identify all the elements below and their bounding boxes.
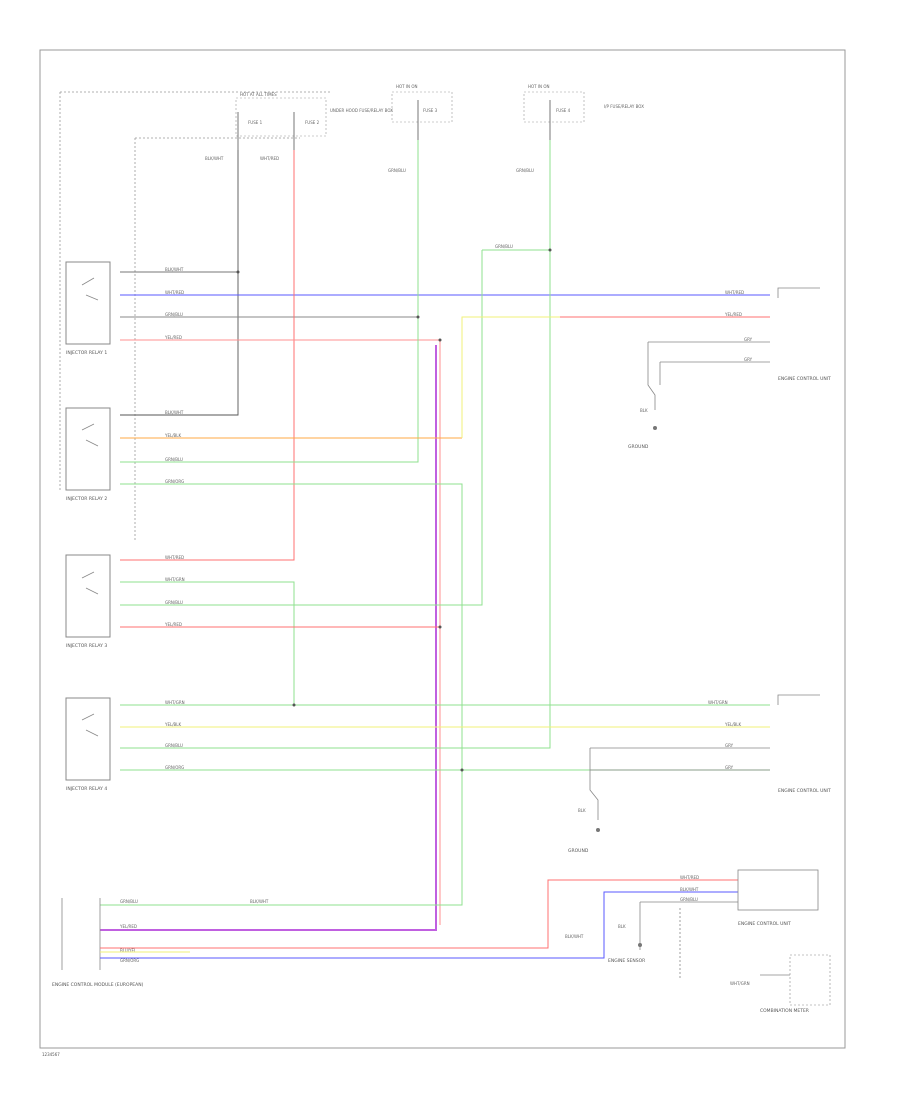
relay-1: INJECTOR RELAY 1 (65, 261, 111, 356)
svg-text:BLK: BLK (640, 408, 648, 413)
svg-text:GRN/BLU: GRN/BLU (165, 743, 183, 748)
wire-violet-trunk (100, 345, 437, 931)
svg-text:YEL/RED: YEL/RED (164, 335, 182, 340)
fuse4-label: FUSE 4 (556, 108, 571, 113)
svg-text:GRN/BLU: GRN/BLU (165, 312, 183, 317)
svg-text:GRY: GRY (725, 743, 734, 748)
wire-red-fuse2 (120, 150, 295, 561)
mid-right-ground: GRY GRY BLK GROUND ENGINE CONTROL UNIT (568, 743, 831, 854)
relay-2-label: INJECTOR RELAY 2 (66, 496, 107, 502)
svg-text:GRN/ORG: GRN/ORG (165, 765, 184, 770)
relay-3-label: INJECTOR RELAY 3 (66, 643, 107, 649)
svg-text:BLU/YEL: BLU/YEL (120, 948, 137, 953)
wire-red-bottom (100, 879, 738, 949)
ground-bottom-label: GROUND (568, 848, 589, 854)
wire-pink-relay1 (120, 339, 441, 925)
fuse1-label: FUSE 1 (248, 120, 263, 125)
relay-4-label: INJECTOR RELAY 4 (66, 786, 107, 792)
svg-text:GRN/BLU: GRN/BLU (165, 457, 183, 462)
svg-text:GRN/ORG: GRN/ORG (120, 958, 139, 963)
fuse-box-right (391, 91, 453, 123)
relay-wire-labels: BLK/WHT WHT/RED GRN/BLU YEL/RED BLK/WHT … (164, 267, 744, 770)
svg-text:BLK/WHT: BLK/WHT (250, 899, 269, 904)
svg-text:GRN/BLU: GRN/BLU (120, 899, 138, 904)
svg-text:YEL/BLK: YEL/BLK (164, 433, 182, 438)
ipb-note: I/P FUSE/RELAY BOX (604, 104, 644, 109)
svg-text:YEL/BLK: YEL/BLK (164, 722, 182, 727)
fuse-box-right2 (523, 91, 585, 123)
wire-green-fuse3 (120, 140, 419, 463)
svg-text:WHT/GRN: WHT/GRN (730, 981, 750, 986)
wire-yellow-up (461, 316, 770, 438)
bottom-blue-label: BLK/WHT (680, 887, 699, 892)
fuse4-wire-label: GRN/BLU (516, 168, 534, 173)
svg-text:GRY: GRY (744, 337, 753, 342)
svg-text:WHT/GRN: WHT/GRN (708, 700, 728, 705)
svg-text:YEL/RED: YEL/RED (164, 622, 182, 627)
relay-1-label: INJECTOR RELAY 1 (66, 350, 107, 356)
wire-green-relay3-top (120, 581, 295, 705)
fuse-box-top (235, 97, 327, 137)
wire-black-fuse1 (120, 150, 239, 416)
svg-text:GRN/BLU: GRN/BLU (165, 600, 183, 605)
svg-text:GRY: GRY (744, 357, 753, 362)
svg-text:GRY: GRY (725, 765, 734, 770)
svg-text:WHT/RED: WHT/RED (165, 555, 184, 560)
hot-right-label: HOT IN ON (528, 84, 549, 89)
wire-green-fuse4 (120, 140, 551, 749)
relay-3: INJECTOR RELAY 3 (65, 554, 111, 649)
wire-green-relay2-low (100, 483, 463, 906)
connector-mid-right (777, 694, 820, 705)
combination-meter: WHT/GRN COMBINATION METER (730, 954, 831, 1014)
ground-top-label: GROUND (628, 444, 649, 450)
top-right-ground: GRY GRY BLK GROUND ENGINE CONTROL UNIT (628, 337, 831, 450)
svg-text:GRN/ORG: GRN/ORG (165, 479, 184, 484)
hot-left-label: HOT IN ON (396, 84, 417, 89)
svg-text:WHT/GRN: WHT/GRN (165, 700, 185, 705)
relay-4: INJECTOR RELAY 4 (65, 697, 111, 792)
svg-text:WHT/GRN: WHT/GRN (165, 577, 185, 582)
svg-text:ENGINE CONTROL UNIT: ENGINE CONTROL UNIT (778, 788, 831, 794)
svg-text:WHT/RED: WHT/RED (165, 290, 184, 295)
svg-text:YEL/BLK: YEL/BLK (724, 722, 742, 727)
fuse3-label: FUSE 3 (423, 108, 438, 113)
diagram-frame (39, 49, 846, 1049)
fuse3-wire-label: GRN/BLU (388, 168, 406, 173)
bottom-red-label: WHT/RED (680, 875, 699, 880)
fuse2-label: FUSE 2 (305, 120, 320, 125)
wire-green-relay3 (120, 250, 483, 606)
power-label: HOT AT ALL TIMES (240, 92, 277, 97)
svg-text:YEL/RED: YEL/RED (724, 312, 742, 317)
pdb-note: UNDER HOOD FUSE/RELAY BOX (330, 108, 393, 113)
svg-text:BLK: BLK (578, 808, 586, 813)
ecm-label: ENGINE CONTROL MODULE (EUROPEAN) (52, 982, 144, 988)
ecu-module-box (737, 869, 819, 911)
sensor-label: ENGINE SENSOR (608, 958, 645, 964)
ecu-module-label: ENGINE CONTROL UNIT (738, 921, 791, 927)
junction-dots (236, 248, 552, 772)
svg-text:BLK/WHT: BLK/WHT (165, 267, 184, 272)
svg-text:ENGINE CONTROL UNIT: ENGINE CONTROL UNIT (778, 376, 831, 382)
fuse4-branch-label: GRN/BLU (495, 244, 513, 249)
sensor-ground-dot (638, 943, 642, 947)
svg-text:BLK/WHT: BLK/WHT (165, 410, 184, 415)
connector-top-right (777, 287, 820, 298)
bottom-left-label: BLK/WHT (565, 934, 584, 939)
footer-code: 1234567 (42, 1052, 60, 1057)
meter-label: COMBINATION METER (760, 1008, 809, 1014)
svg-text:WHT/RED: WHT/RED (725, 290, 744, 295)
ecm-module: ENGINE CONTROL MODULE (EUROPEAN) GRN/BLU… (52, 898, 269, 988)
relay-2: INJECTOR RELAY 2 (65, 407, 111, 502)
wire-blue-bottom (100, 891, 738, 959)
svg-text:YEL/RED: YEL/RED (119, 924, 137, 929)
bottom-gray-label: GRN/BLU (680, 897, 698, 902)
sensor-blk-label: BLK (618, 924, 626, 929)
fuse1-wire-label: BLK/WHT (205, 156, 224, 161)
fuse2-wire-label: WHT/RED (260, 156, 279, 161)
